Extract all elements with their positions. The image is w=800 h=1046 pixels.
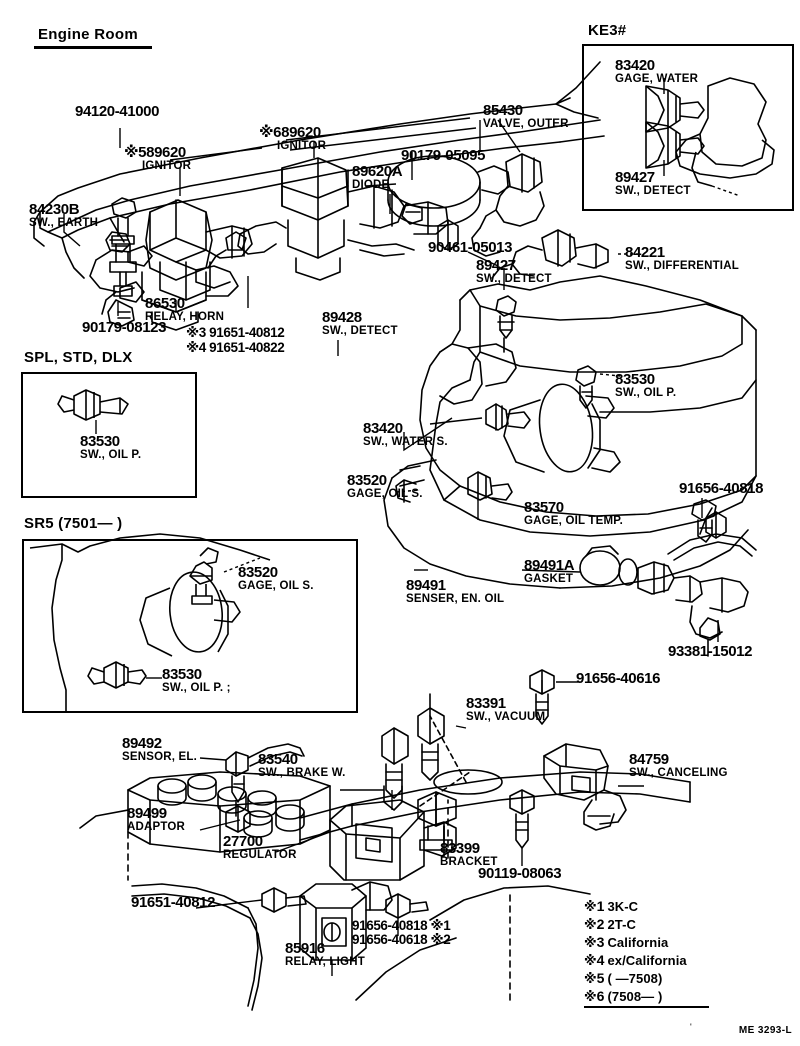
legend-item: ※ 5 ( —7508) — [584, 970, 687, 988]
callout-89492: 89492 SENSOR, EL. — [122, 735, 198, 763]
callout-sr5-83520: 83520 GAGE, OIL S. — [238, 564, 314, 592]
inset-label-sr5: SR5 (7501— ) — [24, 515, 123, 532]
legend-text: ex/California — [607, 953, 687, 968]
legend-mark-icon: ※ — [584, 953, 597, 968]
callout-91656-40618-2: 91656-40618 ※2 — [352, 932, 451, 947]
legend-mark-icon: ※ — [584, 971, 597, 986]
callout-spl-83530: 83530 SW., OIL P. — [80, 433, 142, 461]
legend-item: ※ 2 2T-C — [584, 916, 687, 934]
callout-84230B: 84230B SW., EARTH — [29, 201, 99, 229]
legend-index: 4 — [596, 952, 605, 968]
callout-86530: 86530 RELAY, HORN — [145, 295, 225, 323]
inset-label-spl: SPL, STD, DLX — [24, 349, 133, 366]
legend-text: 2T-C — [607, 917, 637, 932]
legend-mark-icon: ※ — [584, 935, 597, 950]
callout-85916: 85916 RELAY, LIGHT — [285, 940, 365, 968]
callout-89427-block: 89427 SW., DETECT — [476, 257, 552, 285]
legend-text: 3K-C — [607, 899, 639, 914]
legend-mark-icon: ※ — [584, 989, 597, 1004]
callout-89428: 89428 SW., DETECT — [322, 309, 398, 337]
callout-90179-05095: 90179-05095 — [401, 147, 486, 164]
callout-ke3-83420: 83420 GAGE, WATER — [615, 57, 699, 85]
callout-93381-15012: 93381-15012 — [668, 643, 753, 660]
legend-index: 2 — [596, 916, 605, 932]
callout-91651-40812-lower: 91651-40812 — [131, 894, 216, 911]
callout-91651-40812: ※3 91651-40812 — [186, 325, 285, 340]
callout-89620-ignitor-6: ※689620 IGNITOR — [259, 124, 327, 152]
callout-83570: 83570 GAGE, OIL TEMP. — [524, 499, 624, 527]
callout-91656-40818-1: 91656-40818 ※1 — [352, 918, 451, 933]
callout-83391: 83391 SW., VACUUM — [466, 695, 546, 723]
title-underline — [34, 46, 152, 49]
callout-85430: 85430 VALVE, OUTER — [483, 102, 569, 130]
callout-83520-gage-oil: 83520 GAGE, OIL S. — [347, 472, 423, 500]
callout-91656-40818-upper: 91656-40818 — [679, 480, 764, 497]
callout-27700: 27700 REGULATOR — [223, 833, 297, 861]
sheet-code: ME 3293-L — [738, 1025, 792, 1036]
legend-item: ※ 6 (7508— ) — [584, 988, 687, 1006]
callout-91656-40616: 91656-40616 — [576, 670, 661, 687]
callout-83420-water-sw: 83420 SW., WATER S. — [363, 420, 448, 448]
callout-83530-block: 83530 SW., OIL P. — [615, 371, 677, 399]
legend-text: ( —7508) — [607, 971, 663, 986]
page-title: Engine Room — [38, 26, 138, 43]
callout-91651-40822: ※4 91651-40822 — [186, 340, 285, 355]
legend-index: 1 — [596, 898, 605, 914]
callout-89620-ignitor-5: ※589620 IGNITOR — [124, 144, 192, 172]
callout-90179-08123: 90179-08123 — [82, 319, 167, 336]
callout-89491: 89491 SENSER, EN. OIL — [406, 577, 505, 605]
callout-83540: 83540 SW., BRAKE W. — [258, 751, 346, 779]
legend-index: 5 — [596, 970, 605, 986]
legend-item: ※ 4 ex/California — [584, 952, 687, 970]
callout-90119-08063: 90119-08063 — [478, 865, 562, 882]
inset-box-spl — [21, 372, 197, 498]
callout-sr5-83530: 83530 SW., OIL P. ; — [162, 666, 231, 694]
inset-box-sr5 — [22, 539, 358, 713]
callout-90461-05013: 90461-05013 — [428, 239, 513, 256]
legend-index: 3 — [596, 934, 605, 950]
legend: ※ 1 3K-C ※ 2 2T-C ※ 3 California ※ 4 ex/… — [584, 898, 687, 1006]
callout-89620A-diode: 89620A DIODE — [352, 163, 403, 191]
inset-box-ke3 — [582, 44, 794, 211]
legend-text: (7508— ) — [607, 989, 663, 1004]
callout-ke3-89427: 89427 SW., DETECT — [615, 169, 691, 197]
callout-89499: 89499 ADAPTOR — [127, 805, 186, 833]
legend-mark-icon: ※ — [584, 899, 597, 914]
legend-text: California — [607, 935, 669, 950]
legend-mark-icon: ※ — [584, 917, 597, 932]
callout-84221: 84221 SW., DIFFERENTIAL — [625, 244, 739, 272]
callout-94120-41000: 94120-41000 — [75, 103, 160, 120]
callout-89491A-gasket: 89491A GASKET — [524, 557, 575, 585]
legend-item: ※ 1 3K-C — [584, 898, 687, 916]
callout-84759: 84759 SW., CANCELING — [629, 751, 728, 779]
legend-item: ※ 3 California — [584, 934, 687, 952]
footer-tick-mark: ' — [690, 1022, 692, 1032]
inset-label-ke3: KE3# — [588, 22, 627, 39]
callout-83399: 83399 BRACKET — [440, 840, 498, 868]
legend-underline — [584, 1006, 709, 1008]
legend-index: 6 — [596, 988, 605, 1004]
